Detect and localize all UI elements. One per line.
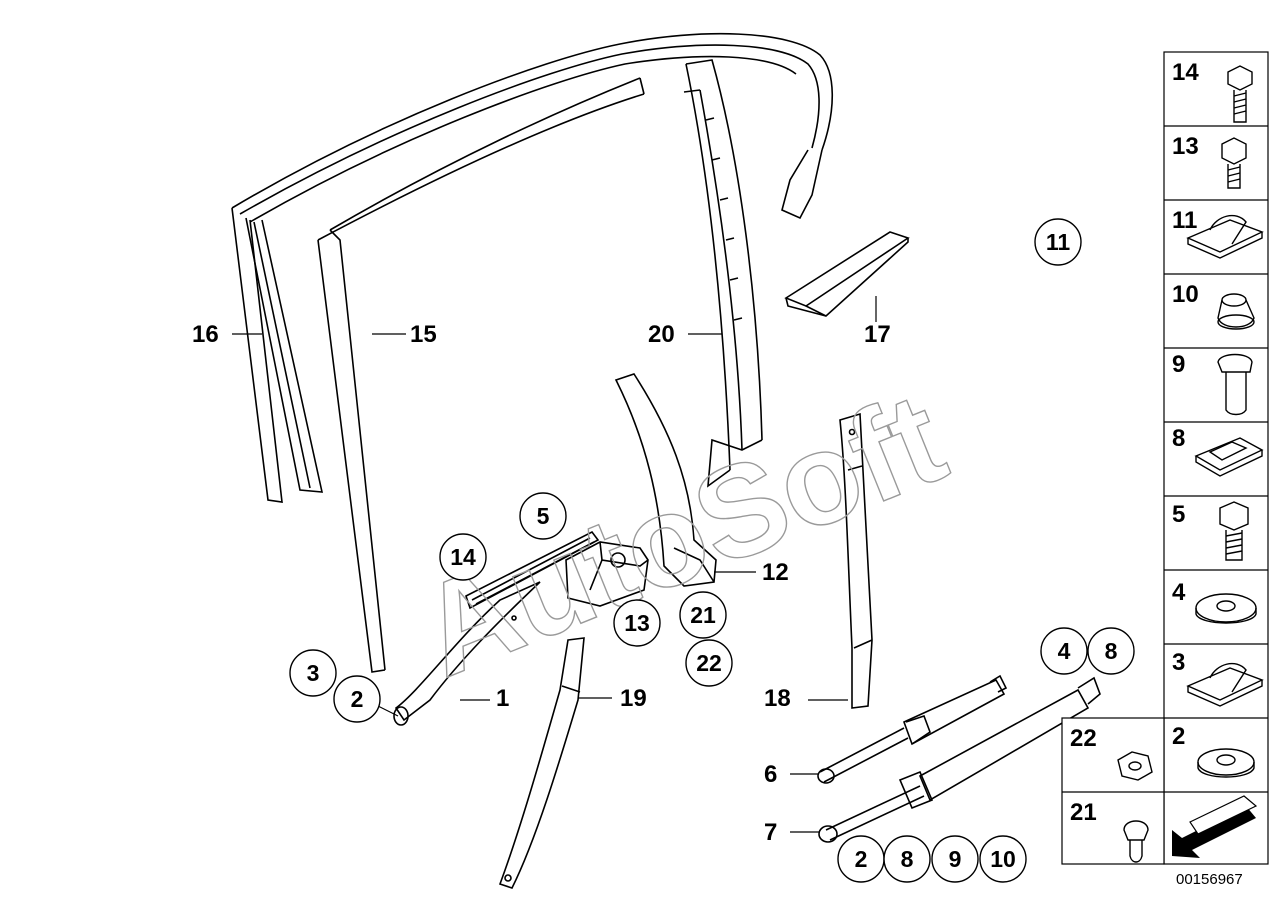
svg-text:8: 8: [1105, 638, 1118, 664]
parts-legend-table: [1061, 51, 1269, 865]
svg-text:2: 2: [855, 846, 868, 872]
legend-8: 8: [1172, 425, 1185, 452]
label-6: 6: [764, 761, 777, 788]
callout-11: 11: [1034, 218, 1082, 266]
label-16: 16: [192, 321, 219, 348]
legend-13: 13: [1172, 133, 1199, 160]
legend-9: 9: [1172, 351, 1185, 378]
part-number-labels: 16 15 20 17 12 1 19 18 6 7: [192, 321, 891, 846]
legend-10: 10: [1172, 281, 1199, 308]
legend-4: 4: [1172, 579, 1186, 606]
callout-4: 4: [1040, 627, 1088, 675]
label-20: 20: [648, 321, 675, 348]
svg-text:11: 11: [1046, 229, 1071, 255]
callout-21: 21: [679, 591, 727, 639]
gas-struts: [817, 674, 1101, 843]
grommet-icon: [1217, 293, 1255, 330]
hex-bolt-icon: [1219, 501, 1249, 561]
svg-text:9: 9: [949, 846, 962, 872]
window-regulator: [393, 530, 649, 726]
callout-bottom-9: 9: [931, 835, 979, 883]
legend-21: 21: [1070, 799, 1097, 826]
callout-14: 14: [439, 533, 487, 581]
strap-19: [498, 637, 585, 889]
watermark-text: AutoSoft: [400, 364, 963, 705]
callout-2: 2: [333, 675, 381, 723]
push-pin-icon: [1123, 820, 1149, 863]
curved-bracket: [614, 373, 717, 587]
callout-bottom-2: 2: [837, 835, 885, 883]
channel-piece: [784, 231, 910, 317]
legend-numbers: 14 13 11 10 9 8 5 4 3 2 22 21: [1070, 59, 1199, 826]
circled-callouts: 11 5 14 13 21 22 3 2 4 8 2 8 9 10: [289, 218, 1135, 883]
label-19: 19: [620, 685, 647, 712]
diagram-code: 00156967: [1176, 871, 1243, 888]
legend-part-icons: [1117, 65, 1264, 863]
washer-small-icon: [1197, 748, 1255, 778]
svg-text:21: 21: [690, 602, 716, 628]
svg-text:8: 8: [901, 846, 914, 872]
svg-text:2: 2: [351, 686, 364, 712]
label-1: 1: [496, 685, 509, 712]
label-15: 15: [410, 321, 437, 348]
callout-bottom-10: 10: [979, 835, 1027, 883]
legend-2: 2: [1172, 723, 1185, 750]
pin-icon: [1217, 353, 1253, 416]
direction-arrow-icon: [1172, 795, 1258, 858]
legend-11: 11: [1172, 207, 1197, 234]
label-12: 12: [762, 559, 789, 586]
legend-5: 5: [1172, 501, 1185, 528]
spring-clip-icon: [1194, 437, 1264, 477]
bolt-long-icon: [1227, 65, 1253, 123]
label-18: 18: [764, 685, 791, 712]
svg-text:14: 14: [450, 544, 476, 570]
svg-text:10: 10: [990, 846, 1016, 872]
callout-8: 8: [1087, 627, 1135, 675]
callout-3: 3: [289, 649, 337, 697]
legend-22: 22: [1070, 725, 1097, 752]
svg-text:4: 4: [1058, 638, 1071, 664]
washer-large-icon: [1195, 593, 1257, 624]
clip-nut-icon: [1186, 214, 1264, 259]
guide-rail: [683, 59, 763, 488]
clip-3-icon: [1186, 662, 1264, 707]
bolt-short-icon: [1221, 137, 1247, 189]
leader-lines: [232, 296, 877, 833]
callout-22: 22: [685, 639, 733, 687]
label-17: 17: [864, 321, 891, 348]
svg-text:13: 13: [624, 610, 650, 636]
label-7: 7: [764, 819, 777, 846]
legend-14: 14: [1172, 59, 1199, 86]
window-frame-trim: [231, 32, 834, 503]
legend-3: 3: [1172, 649, 1185, 676]
svg-text:5: 5: [537, 503, 550, 529]
strap-18: [839, 412, 873, 709]
callout-bottom-8: 8: [883, 835, 931, 883]
svg-text:3: 3: [307, 660, 320, 686]
window-seal: [317, 77, 645, 673]
callout-13: 13: [613, 599, 661, 647]
hex-nut-icon: [1117, 751, 1153, 781]
svg-text:22: 22: [696, 650, 722, 676]
callout-5: 5: [519, 492, 567, 540]
